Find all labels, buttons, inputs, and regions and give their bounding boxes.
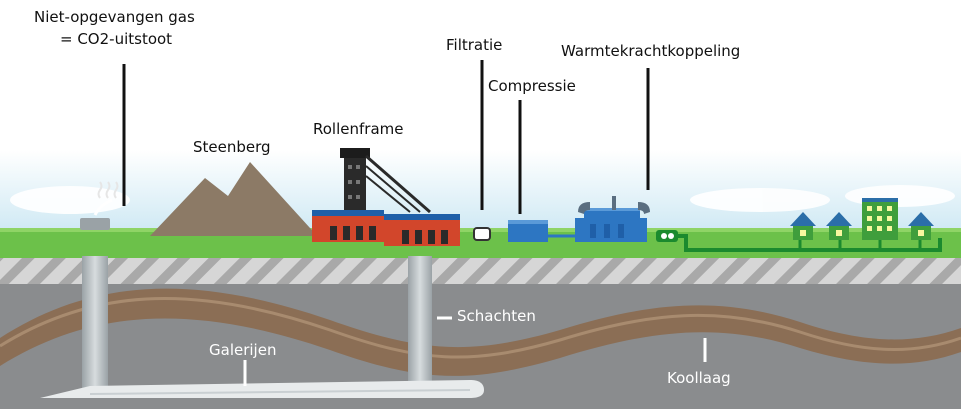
coal-seam-highlight [0,297,961,359]
hatched-soil-band [0,258,961,284]
headframe-structure [340,148,431,214]
spoil-heap-shape [150,162,318,236]
house-icon [790,212,816,240]
energy-distribution-pipe [678,234,942,252]
converter-dot-right [668,233,674,239]
shaft-right [408,256,432,398]
label-spoil-heap: Steenberg [193,138,271,156]
gas-wisps-icon [97,181,119,199]
label-shafts: Schachten [457,307,536,325]
label-compression: Compressie [488,77,576,95]
houses [790,198,934,240]
coal-seam-band [0,288,961,376]
apartment-building-icon [862,198,898,240]
label-coal-seam: Koollaag [667,369,731,387]
label-headframe: Rollenframe [313,120,404,138]
compression-unit [508,220,548,242]
leader-lines [122,60,650,214]
house-icon [826,212,852,240]
label-uncaptured-gas-line2: = CO2-uitstoot [60,30,173,48]
shaft-left [82,256,108,398]
label-filtration: Filtratie [446,36,503,54]
chp-plant [575,196,650,242]
mine-buildings [312,210,460,246]
converter-dot-left [661,233,667,239]
gallery-tunnel-shade [89,389,471,395]
gas-plume [93,198,113,216]
label-uncaptured-gas-line1: Niet-opgevangen gas [34,8,195,26]
filtration-unit-icon [473,227,491,241]
label-galleries: Galerijen [209,341,277,359]
label-chp: Warmtekrachtkoppeling [561,42,741,60]
house-icon [908,212,934,240]
vent-cap [80,218,110,230]
leader-lines-underground [243,316,707,386]
compression-unit-top [508,220,548,224]
label-uncaptured-gas: Niet-opgevangen gas = CO2-uitstoot [34,8,195,48]
